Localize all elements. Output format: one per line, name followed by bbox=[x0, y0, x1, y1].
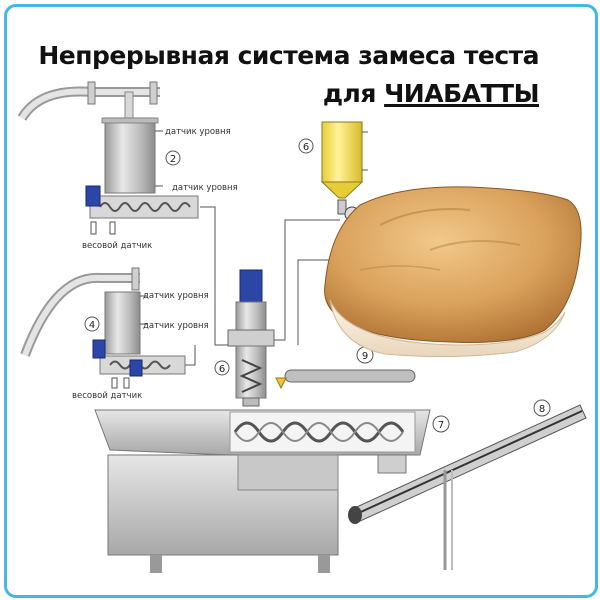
motor-hopper-2 bbox=[85, 185, 101, 207]
intake-pipe-lower bbox=[20, 267, 140, 357]
level-sensor-label-2: датчик уровня bbox=[172, 183, 238, 193]
callout-6-tank: 6 bbox=[303, 142, 309, 153]
hopper-2: 2 датчик уровня датчик уровня весовой да… bbox=[82, 117, 238, 251]
level-sensor-label-1: датчик уровня bbox=[165, 127, 231, 137]
discharge-screw-8: 8 bbox=[348, 399, 587, 570]
weight-sensor-label-1: весовой датчик bbox=[82, 241, 152, 251]
callout-4: 4 bbox=[89, 320, 95, 331]
dosing-column: 6 bbox=[214, 269, 275, 407]
motor-hopper-4 bbox=[92, 339, 106, 359]
callout-6-column: 6 bbox=[219, 364, 225, 375]
hopper-4: 4 датчик уровня датчик уровня весовой да… bbox=[72, 291, 209, 401]
callout-2: 2 bbox=[170, 154, 176, 165]
callout-7: 7 bbox=[438, 420, 444, 431]
callout-9: 9 bbox=[362, 351, 368, 362]
motor-column bbox=[239, 269, 263, 303]
ciabatta-bread-image bbox=[324, 186, 582, 358]
poster-title: Непрерывная система замеса теста для ЧИА… bbox=[38, 37, 539, 113]
callout-8: 8 bbox=[539, 404, 545, 415]
level-sensor-label-4: датчик уровня bbox=[143, 321, 209, 331]
intake-pipe-upper bbox=[17, 81, 160, 121]
title-line-2-prefix: для bbox=[322, 79, 385, 108]
motor-hopper-4b bbox=[129, 359, 143, 377]
title-line-2-emphasis: ЧИАБАТТЫ bbox=[384, 79, 539, 108]
title-line-1: Непрерывная система замеса теста bbox=[38, 41, 539, 70]
mixer-7: 7 bbox=[94, 409, 450, 573]
level-sensor-label-3: датчик уровня bbox=[143, 291, 209, 301]
liquid-tank-6: 6 bbox=[298, 121, 368, 222]
title-line-2: для ЧИАБАТТЫ bbox=[38, 75, 540, 113]
weight-sensor-label-2: весовой датчик bbox=[72, 391, 142, 401]
